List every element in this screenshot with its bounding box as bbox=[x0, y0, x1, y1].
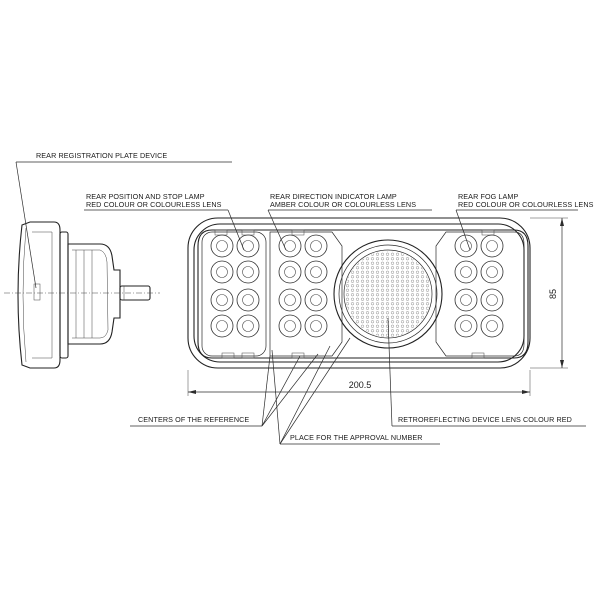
led-position-stop bbox=[210, 314, 234, 338]
led-indicator bbox=[278, 288, 302, 312]
label-position-line1: REAR POSITION AND STOP LAMP bbox=[86, 192, 205, 201]
led-position-stop bbox=[210, 234, 234, 258]
led-fog-core bbox=[486, 266, 498, 278]
led-fog bbox=[454, 260, 478, 284]
led-fog bbox=[454, 288, 478, 312]
label-position-line2: RED COLOUR OR COLOURLESS LENS bbox=[86, 200, 222, 209]
led-indicator-core bbox=[310, 294, 322, 306]
led-position-stop bbox=[236, 234, 260, 258]
led-indicator-core bbox=[310, 240, 322, 252]
label-indicator-line2: AMBER COLOUR OR COLOURLESS LENS bbox=[270, 200, 416, 209]
led-indicator-core bbox=[284, 294, 296, 306]
led-fog-core bbox=[486, 294, 498, 306]
height-dimension: 85 bbox=[548, 289, 558, 299]
led-fog bbox=[454, 234, 478, 258]
led-indicator bbox=[304, 314, 328, 338]
led-position-stop-core bbox=[216, 320, 228, 332]
led-fog-core bbox=[460, 320, 472, 332]
led-indicator-core bbox=[310, 266, 322, 278]
led-position-stop-core bbox=[216, 266, 228, 278]
width-dimension: 200.5 bbox=[349, 380, 372, 390]
side-view bbox=[4, 221, 160, 369]
led-fog-core bbox=[486, 320, 498, 332]
led-position-stop bbox=[236, 288, 260, 312]
label-registration: REAR REGISTRATION PLATE DEVICE bbox=[36, 151, 167, 160]
led-indicator-core bbox=[284, 320, 296, 332]
led-fog-core bbox=[486, 240, 498, 252]
front-view bbox=[187, 217, 531, 369]
led-fog bbox=[480, 314, 504, 338]
dimension-lines bbox=[187, 217, 568, 396]
label-fog-line2: RED COLOUR OR COLOURLESS LENS bbox=[458, 200, 594, 209]
label-approval: PLACE FOR THE APPROVAL NUMBER bbox=[290, 433, 423, 442]
led-fog bbox=[454, 314, 478, 338]
led-indicator bbox=[278, 314, 302, 338]
led-position-stop bbox=[210, 260, 234, 284]
led-indicator bbox=[278, 234, 302, 258]
led-position-stop-core bbox=[216, 294, 228, 306]
led-indicator-core bbox=[310, 320, 322, 332]
label-indicator-line1: REAR DIRECTION INDICATOR LAMP bbox=[270, 192, 397, 201]
led-fog bbox=[480, 288, 504, 312]
led-fog bbox=[480, 234, 504, 258]
led-indicator bbox=[304, 234, 328, 258]
led-fog bbox=[480, 260, 504, 284]
led-position-stop-core bbox=[242, 294, 254, 306]
leader-lines bbox=[15, 161, 586, 445]
led-position-stop-core bbox=[242, 320, 254, 332]
led-indicator-core bbox=[284, 266, 296, 278]
led-position-stop bbox=[210, 288, 234, 312]
led-indicator bbox=[304, 288, 328, 312]
led-indicator bbox=[278, 260, 302, 284]
led-position-stop-core bbox=[242, 266, 254, 278]
led-position-stop-core bbox=[216, 240, 228, 252]
led-position-stop bbox=[236, 314, 260, 338]
label-retro: RETROREFLECTING DEVICE LENS COLOUR RED bbox=[398, 415, 572, 424]
label-fog-line1: REAR FOG LAMP bbox=[458, 192, 519, 201]
led-indicator bbox=[304, 260, 328, 284]
led-position-stop bbox=[236, 260, 260, 284]
label-centers: CENTERS OF THE REFERENCE bbox=[138, 415, 249, 424]
led-fog-core bbox=[460, 294, 472, 306]
led-fog-core bbox=[460, 240, 472, 252]
led-fog-core bbox=[460, 266, 472, 278]
